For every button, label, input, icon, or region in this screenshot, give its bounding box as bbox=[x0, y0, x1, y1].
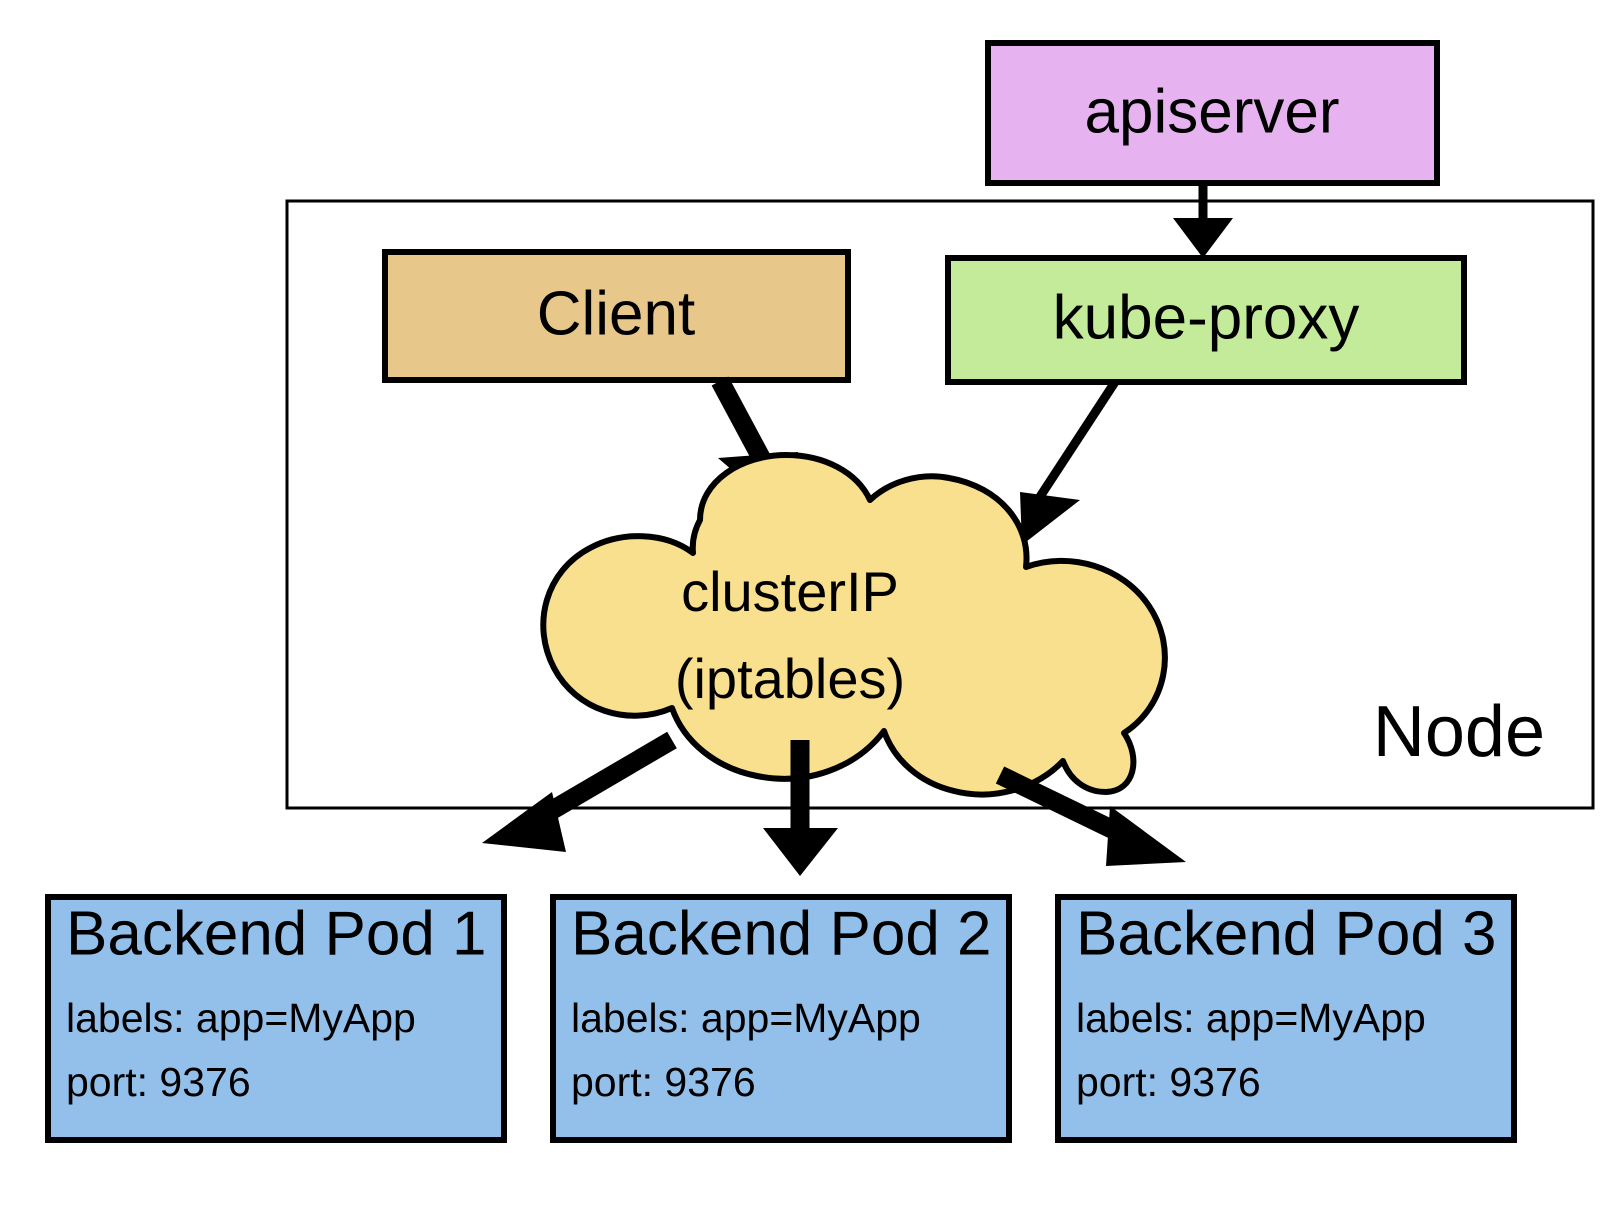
edge-clusterip-to-pod-3-arrowhead bbox=[1106, 806, 1186, 866]
edge-kube-proxy-to-clusterip-line bbox=[1026, 379, 1119, 515]
edge-clusterip-to-pod-3-line bbox=[995, 766, 1135, 847]
node-container-label: Node bbox=[1373, 692, 1545, 772]
backend-pod-3-node[interactable]: Backend Pod 3 labels: app=MyApp port: 93… bbox=[1055, 894, 1517, 1143]
apiserver-box[interactable] bbox=[985, 40, 1440, 186]
backend-pod-3-labels: labels: app=MyApp bbox=[1076, 995, 1426, 1041]
edge-clusterip-to-pod-2-arrowhead bbox=[763, 828, 838, 876]
backend-pod-3-box[interactable] bbox=[1055, 894, 1517, 1143]
clusterip-cloud-shape[interactable] bbox=[540, 452, 1168, 798]
kube-proxy-node[interactable]: kube-proxy bbox=[945, 255, 1467, 385]
backend-pod-2-labels: labels: app=MyApp bbox=[571, 995, 921, 1041]
kube-proxy-box[interactable] bbox=[945, 255, 1467, 385]
edge-kube-proxy-to-clusterip-arrowhead bbox=[1020, 492, 1080, 545]
client-node[interactable]: Client bbox=[382, 249, 851, 383]
backend-pod-2-title: Backend Pod 2 bbox=[571, 899, 992, 968]
edge-clusterip-to-pod-1 bbox=[482, 731, 677, 852]
apiserver-label: apiserver bbox=[1085, 77, 1340, 146]
backend-pod-1-labels: labels: app=MyApp bbox=[66, 995, 416, 1041]
edge-apiserver-to-kube-proxy-arrowhead bbox=[1173, 218, 1233, 258]
backend-pod-1-port: port: 9376 bbox=[66, 1059, 251, 1105]
edge-clusterip-to-pod-2 bbox=[763, 740, 838, 876]
backend-pod-1-box[interactable] bbox=[45, 894, 507, 1143]
backend-pod-2-node[interactable]: Backend Pod 2 labels: app=MyApp port: 93… bbox=[550, 894, 1012, 1143]
client-label: Client bbox=[537, 279, 696, 348]
clusterip-label-line1: clusterIP bbox=[681, 560, 899, 623]
edge-apiserver-to-kube-proxy bbox=[1173, 183, 1233, 258]
backend-pod-1-title: Backend Pod 1 bbox=[66, 899, 487, 968]
clusterip-cloud-node[interactable]: clusterIP (iptables) bbox=[540, 452, 1168, 798]
backend-pod-2-port: port: 9376 bbox=[571, 1059, 756, 1105]
kube-proxy-label: kube-proxy bbox=[1053, 283, 1360, 352]
backend-pod-3-port: port: 9376 bbox=[1076, 1059, 1261, 1105]
edge-kube-proxy-to-clusterip bbox=[1020, 379, 1119, 545]
backend-pod-3-title: Backend Pod 3 bbox=[1076, 899, 1497, 968]
edge-clusterip-to-pod-1-arrowhead bbox=[482, 792, 566, 852]
backend-pod-1-node[interactable]: Backend Pod 1 labels: app=MyApp port: 93… bbox=[45, 894, 507, 1143]
apiserver-node[interactable]: apiserver bbox=[985, 40, 1440, 186]
backend-pod-2-box[interactable] bbox=[550, 894, 1012, 1143]
client-box[interactable] bbox=[382, 249, 851, 383]
edge-clusterip-to-pod-3 bbox=[995, 766, 1186, 866]
clusterip-label-line2: (iptables) bbox=[675, 647, 905, 710]
